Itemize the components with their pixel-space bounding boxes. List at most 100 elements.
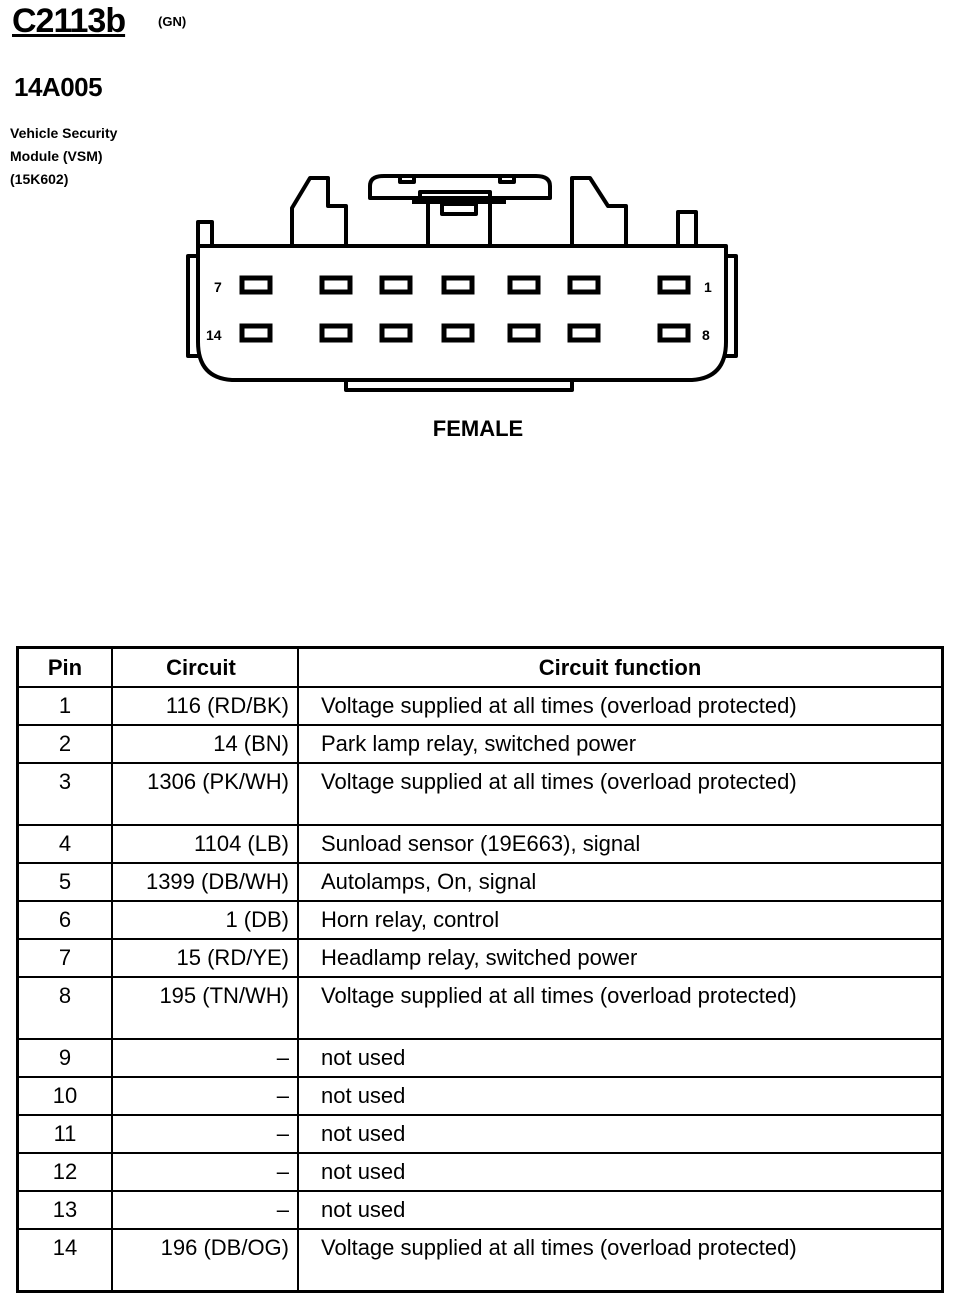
connector-face-diagram: 7 1 14 8 FEMALE (186, 174, 738, 441)
pin-label-top-left: 7 (214, 279, 222, 295)
function-cell: not used (297, 1038, 944, 1078)
connector-id: C2113b (12, 2, 126, 40)
circuit-cell: – (111, 1038, 299, 1078)
function-cell: Sunload sensor (19E663), signal (297, 824, 944, 864)
pin-cavity (657, 275, 691, 295)
circuit-cell: 196 (DB/OG) (111, 1228, 299, 1293)
function-cell: not used (297, 1190, 944, 1230)
circuit-cell: 1399 (DB/WH) (111, 862, 299, 902)
pin-cavity (507, 323, 541, 343)
table-row: 13–not used (16, 1190, 944, 1230)
pin-cell: 14 (16, 1228, 113, 1293)
circuit-cell: – (111, 1076, 299, 1116)
latch-notch (498, 174, 516, 184)
pin-cell: 1 (16, 686, 113, 726)
pin-cell: 8 (16, 976, 113, 1040)
pin-cell: 11 (16, 1114, 113, 1154)
pin-cavity (319, 323, 353, 343)
pin-cavity (657, 323, 691, 343)
function-cell: not used (297, 1152, 944, 1192)
description-line: (15K602) (10, 171, 69, 187)
pin-cavity (441, 323, 475, 343)
function-cell: not used (297, 1114, 944, 1154)
bottom-skirt (344, 380, 574, 392)
gender-label: FEMALE (433, 416, 523, 441)
pin-cavity (507, 275, 541, 295)
function-cell: Headlamp relay, switched power (297, 938, 944, 978)
function-cell: Voltage supplied at all times (overload … (297, 976, 944, 1040)
table-row: 11–not used (16, 1114, 944, 1154)
latch-notch (398, 174, 416, 184)
part-number: 14A005 (14, 72, 103, 102)
circuit-cell: – (111, 1114, 299, 1154)
function-cell: Voltage supplied at all times (overload … (297, 1228, 944, 1293)
center-key (426, 202, 492, 248)
function-cell: Voltage supplied at all times (overload … (297, 762, 944, 826)
pin-cell: 12 (16, 1152, 113, 1192)
circuit-cell: 1306 (PK/WH) (111, 762, 299, 826)
header-function: Circuit function (297, 646, 944, 688)
function-cell: Park lamp relay, switched power (297, 724, 944, 764)
pin-label-top-right: 1 (704, 279, 712, 295)
table-header-row: Pin Circuit Circuit function (16, 646, 944, 688)
pin-cell: 5 (16, 862, 113, 902)
latch-outline (368, 174, 552, 200)
pin-cavity (319, 275, 353, 295)
circuit-cell: 116 (RD/BK) (111, 686, 299, 726)
pin-cell: 7 (16, 938, 113, 978)
circuit-cell: 15 (RD/YE) (111, 938, 299, 978)
pin-cavity (379, 323, 413, 343)
function-cell: Voltage supplied at all times (overload … (297, 686, 944, 726)
description-line: Module (VSM) (10, 148, 103, 164)
table-row: 9–not used (16, 1038, 944, 1078)
pin-cavity (567, 323, 601, 343)
circuit-cell: 14 (BN) (111, 724, 299, 764)
pin-cavity (441, 275, 475, 295)
header-circuit: Circuit (111, 646, 299, 688)
pin-cell: 10 (16, 1076, 113, 1116)
pin-cavity (239, 275, 273, 295)
circuit-cell: 1104 (LB) (111, 824, 299, 864)
function-cell: not used (297, 1076, 944, 1116)
function-cell: Horn relay, control (297, 900, 944, 940)
center-key-slot (440, 202, 478, 216)
pin-label-bottom-left: 14 (206, 327, 222, 343)
connector-body (196, 244, 728, 382)
pin-cell: 13 (16, 1190, 113, 1230)
pin-cell: 4 (16, 824, 113, 864)
pin-cavity (239, 323, 273, 343)
pin-cavity (379, 275, 413, 295)
function-cell: Autolamps, On, signal (297, 862, 944, 902)
circuit-cell: 195 (TN/WH) (111, 976, 299, 1040)
circuit-cell: – (111, 1190, 299, 1230)
module-description: Vehicle Security Module (VSM) (15K602) (10, 122, 117, 191)
right-flange (726, 254, 738, 358)
left-flange (186, 254, 198, 358)
header-pin: Pin (16, 646, 113, 688)
table-row: 10–not used (16, 1076, 944, 1116)
pin-cell: 9 (16, 1038, 113, 1078)
right-tower (570, 176, 628, 246)
circuit-cell: – (111, 1152, 299, 1192)
left-post (196, 220, 214, 246)
pin-cell: 2 (16, 724, 113, 764)
right-post (676, 210, 698, 246)
pin-cell: 3 (16, 762, 113, 826)
description-line: Vehicle Security (10, 125, 118, 141)
circuit-cell: 1 (DB) (111, 900, 299, 940)
connector-color: (GN) (158, 14, 187, 29)
left-tower (290, 176, 348, 246)
table-row: 12–not used (16, 1152, 944, 1192)
pin-label-bottom-right: 8 (702, 327, 710, 343)
pin-cell: 6 (16, 900, 113, 940)
